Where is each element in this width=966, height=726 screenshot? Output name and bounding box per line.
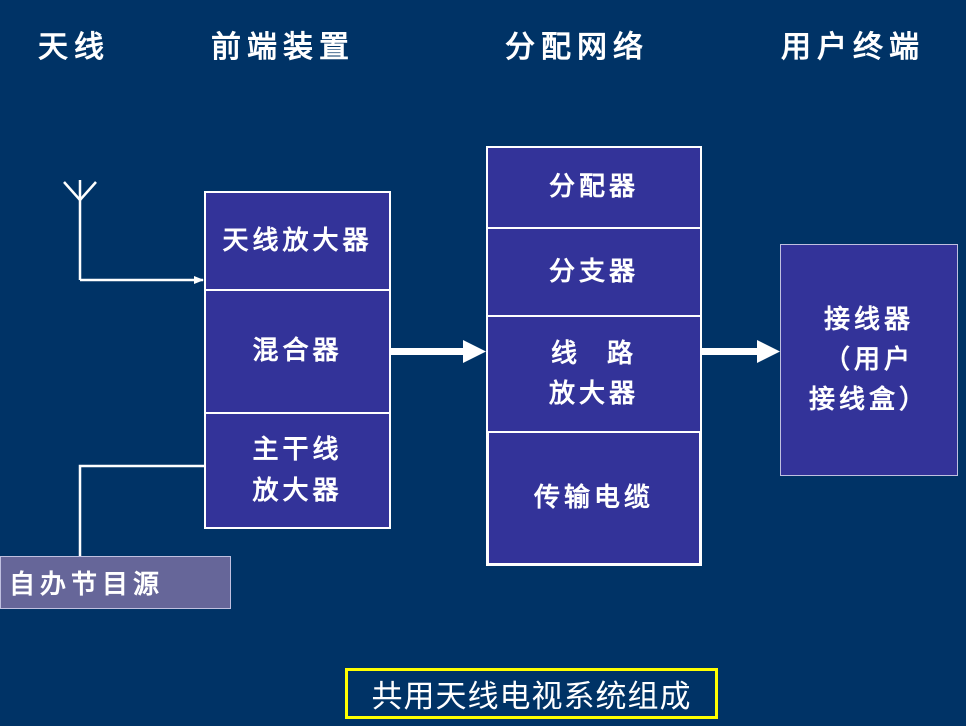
antenna-icon <box>63 180 97 280</box>
local-source-feed-line <box>78 464 204 556</box>
header-antenna: 天线 <box>38 30 110 65</box>
arrow-front-end-to-distribution <box>391 340 486 363</box>
splitter-block: 分配器 <box>486 146 702 229</box>
arrow-distribution-to-user <box>702 340 780 363</box>
line-amplifier-label: 线 路 放大器 <box>548 338 639 409</box>
tap-label: 分支器 <box>548 256 639 287</box>
diagram-caption: 共用天线电视系统组成 <box>345 668 718 719</box>
diagram-caption-text: 共用天线电视系统组成 <box>371 679 692 715</box>
transmission-cable-block: 传输电缆 <box>486 431 702 566</box>
user-junction-box-block: 接线器 （用户 接线盒） <box>780 244 958 476</box>
local-program-source: 自办节目源 <box>0 556 231 609</box>
user-junction-box-label: 接线器 （用户 接线盒） <box>808 304 929 416</box>
header-front-end: 前端装置 <box>211 30 355 65</box>
antenna-amplifier-block: 天线放大器 <box>204 191 391 291</box>
trunk-amplifier-label: 主干线 放大器 <box>252 435 343 506</box>
transmission-cable-label: 传输电缆 <box>533 482 654 513</box>
antenna-amplifier-label: 天线放大器 <box>222 225 373 256</box>
mixer-block: 混合器 <box>204 289 391 414</box>
line-amplifier-block: 线 路 放大器 <box>486 315 702 433</box>
header-distribution-network: 分配网络 <box>505 30 649 65</box>
splitter-label: 分配器 <box>548 172 639 203</box>
header-user-terminal: 用户终端 <box>781 30 925 65</box>
local-program-source-label: 自办节目源 <box>9 570 165 600</box>
tap-block: 分支器 <box>486 227 702 317</box>
mixer-label: 混合器 <box>252 336 343 367</box>
trunk-amplifier-block: 主干线 放大器 <box>204 412 391 529</box>
